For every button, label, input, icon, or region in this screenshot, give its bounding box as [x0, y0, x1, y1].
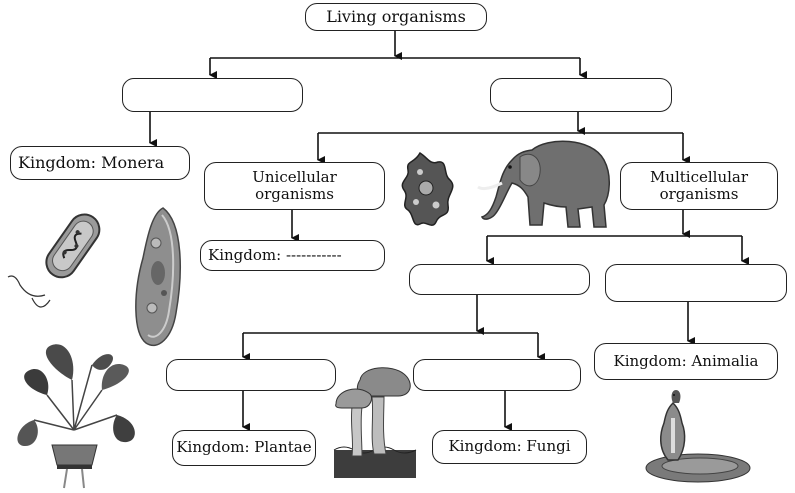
- multicellular-box: Multicellular organisms: [620, 162, 778, 210]
- plant-image: [17, 344, 135, 489]
- level3-right-box[interactable]: [605, 264, 787, 302]
- kingdom-animalia-box: Kingdom: Animalia: [594, 343, 778, 380]
- amoeba-image: [401, 151, 454, 226]
- kingdom-plantae-box: Kingdom: Plantae: [172, 430, 316, 466]
- level1-right-box[interactable]: [490, 78, 672, 112]
- paramecium-image: [135, 207, 181, 346]
- kingdom-monera-box: Kingdom: Monera: [10, 146, 190, 180]
- level1-left-box[interactable]: [122, 78, 303, 112]
- level4-left-box[interactable]: [166, 359, 336, 391]
- kingdom-blank-box[interactable]: Kingdom: -----------: [200, 240, 385, 271]
- mushrooms-image: [333, 367, 417, 478]
- unicellular-box: Unicellular organisms: [204, 162, 385, 210]
- level3-left-box[interactable]: [409, 264, 590, 295]
- root-box: Living organisms: [305, 3, 487, 31]
- elephant-image: [477, 140, 610, 228]
- cobra-image: [645, 390, 751, 483]
- kingdom-fungi-box: Kingdom: Fungi: [432, 430, 587, 464]
- level4-right-box[interactable]: [413, 359, 581, 391]
- bacterium-image: [7, 213, 101, 308]
